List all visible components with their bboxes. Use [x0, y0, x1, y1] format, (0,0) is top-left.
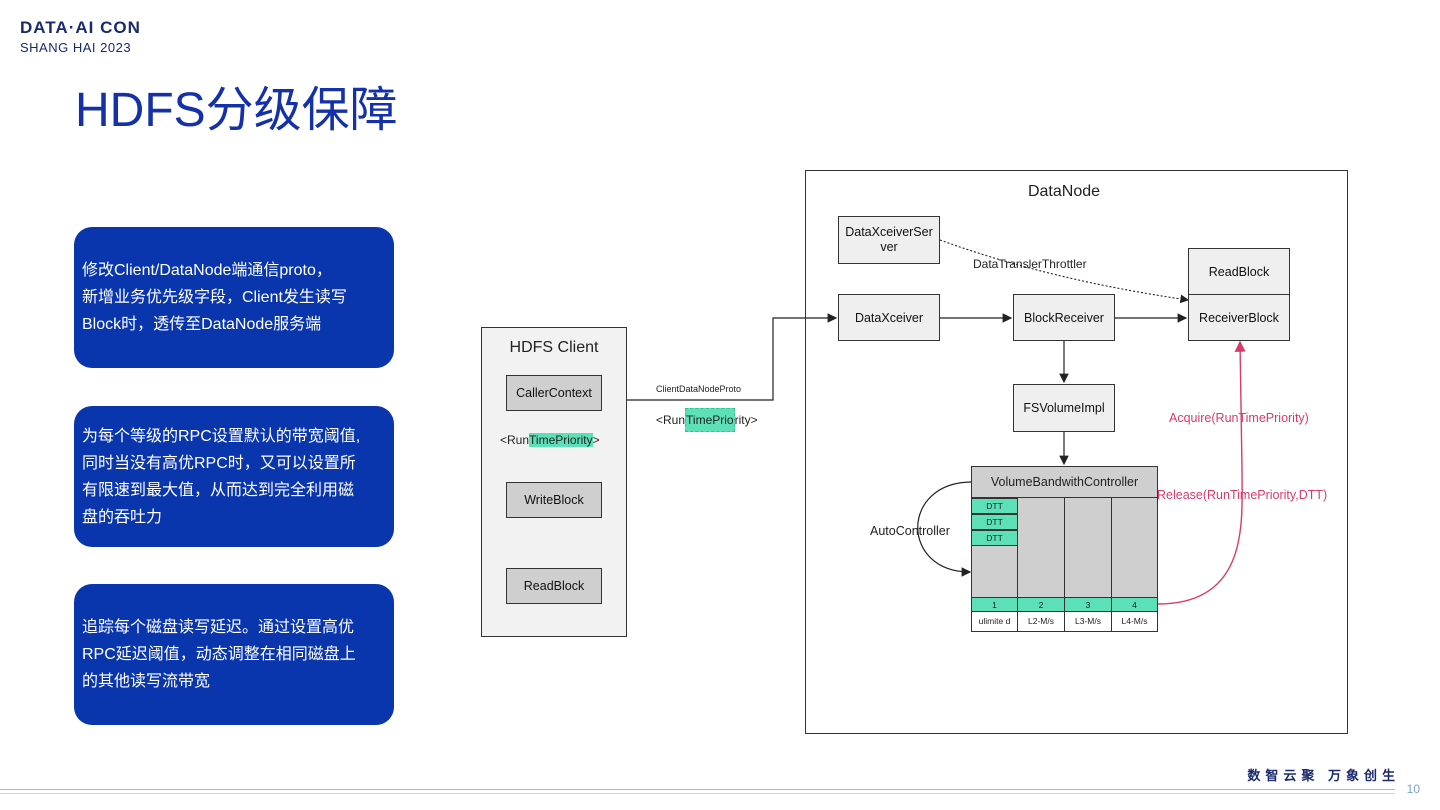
dtt-cell: DTT: [971, 514, 1018, 530]
card-line: 追踪每个磁盘读写延迟。通过设置高优: [82, 619, 355, 636]
level-cell: 1: [971, 597, 1018, 612]
dtt-cell: DTT: [971, 530, 1018, 546]
level-cell: 3: [1064, 597, 1112, 612]
card-bandwidth: 为每个等级的RPC设置默认的带宽阈值, 同时当没有高优RPC时，又可以设置所 有…: [74, 406, 394, 547]
client-read-block-box: ReadBlock: [506, 568, 602, 604]
limit-cell: ulimite d: [971, 611, 1018, 632]
dn-read-block-box: ReadBlock: [1188, 248, 1290, 295]
priority-prefix: <Run: [656, 413, 686, 427]
conference-logo-line1: DATA·AI CON: [20, 18, 141, 37]
block-receiver-box: BlockReceiver: [1013, 294, 1115, 341]
card-line: Block时，透传至DataNode服务端: [82, 316, 322, 333]
card-line: 同时当没有高优RPC时，又可以设置所: [82, 454, 356, 472]
card-line: 为每个等级的RPC设置默认的带宽阈值,: [82, 427, 361, 445]
datanode-title: DataNode: [1027, 183, 1101, 200]
card-line: 新增业务优先级字段，Client发生读写: [82, 289, 347, 306]
card-line: RPC延迟阈值，动态调整在相同磁盘上: [82, 646, 356, 663]
card-proto: 修改Client/DataNode端通信proto， 新增业务优先级字段，Cli…: [74, 227, 394, 368]
column-divider: [1064, 498, 1065, 632]
release-label: Release(RunTimePriority,DTT): [1157, 488, 1328, 502]
level-cell: 2: [1017, 597, 1065, 612]
priority-suffix: rity>: [734, 413, 758, 427]
priority-highlight: TimePriority: [529, 433, 593, 447]
card-latency: 追踪每个磁盘读写延迟。通过设置高优 RPC延迟阈值，动态调整在相同磁盘上 的其他…: [74, 584, 394, 725]
conference-logo-line2: SHANG HAI 2023: [20, 40, 132, 55]
fs-volume-impl-box: FSVolumeImpl: [1013, 384, 1115, 432]
footer-divider: [0, 789, 1395, 790]
footer-slogan: 数智云聚 万象创生: [1247, 768, 1400, 783]
receiver-block-box: ReceiverBlock: [1188, 294, 1290, 341]
throttler-label: DataTranslerThrottler: [973, 257, 1087, 271]
card-line: 有限速到最大值，从而达到完全利用磁: [82, 481, 355, 499]
footer-divider: [0, 793, 1395, 794]
dtt-cell: DTT: [971, 498, 1018, 514]
auto-controller-label: AutoController: [870, 524, 950, 538]
data-xceiver-box: DataXceiver: [838, 294, 940, 341]
page-title: HDFS分级保障: [75, 84, 398, 137]
priority-prefix: <Run: [500, 433, 530, 447]
volume-controller-title: VolumeBandwithController: [971, 466, 1158, 498]
caller-context-box: CallerContext: [506, 375, 602, 411]
data-xceiver-server-box: DataXceiverSer ver: [838, 216, 940, 264]
proto-label: ClientDataNodeProto: [656, 384, 742, 394]
write-block-box: WriteBlock: [506, 482, 602, 518]
limit-cell: L2-M/s: [1017, 611, 1065, 632]
page-number: 10: [1406, 782, 1420, 796]
column-divider: [1017, 498, 1018, 632]
priority-highlight: TimePrio: [685, 408, 735, 432]
card-line: 的其他读写流带宽: [82, 673, 211, 690]
column-divider: [1111, 498, 1112, 632]
limit-cell: L4-M/s: [1111, 611, 1158, 632]
priority-suffix: >: [592, 433, 600, 447]
card-line: 修改Client/DataNode端通信proto，: [82, 262, 332, 279]
datanode-panel: [805, 170, 1348, 734]
acquire-label: Acquire(RunTimePriority): [1169, 411, 1309, 425]
hdfs-client-title: HDFS Client: [509, 339, 599, 356]
limit-cell: L3-M/s: [1064, 611, 1112, 632]
level-cell: 4: [1111, 597, 1158, 612]
card-line: 盘的吞吐力: [82, 508, 163, 526]
